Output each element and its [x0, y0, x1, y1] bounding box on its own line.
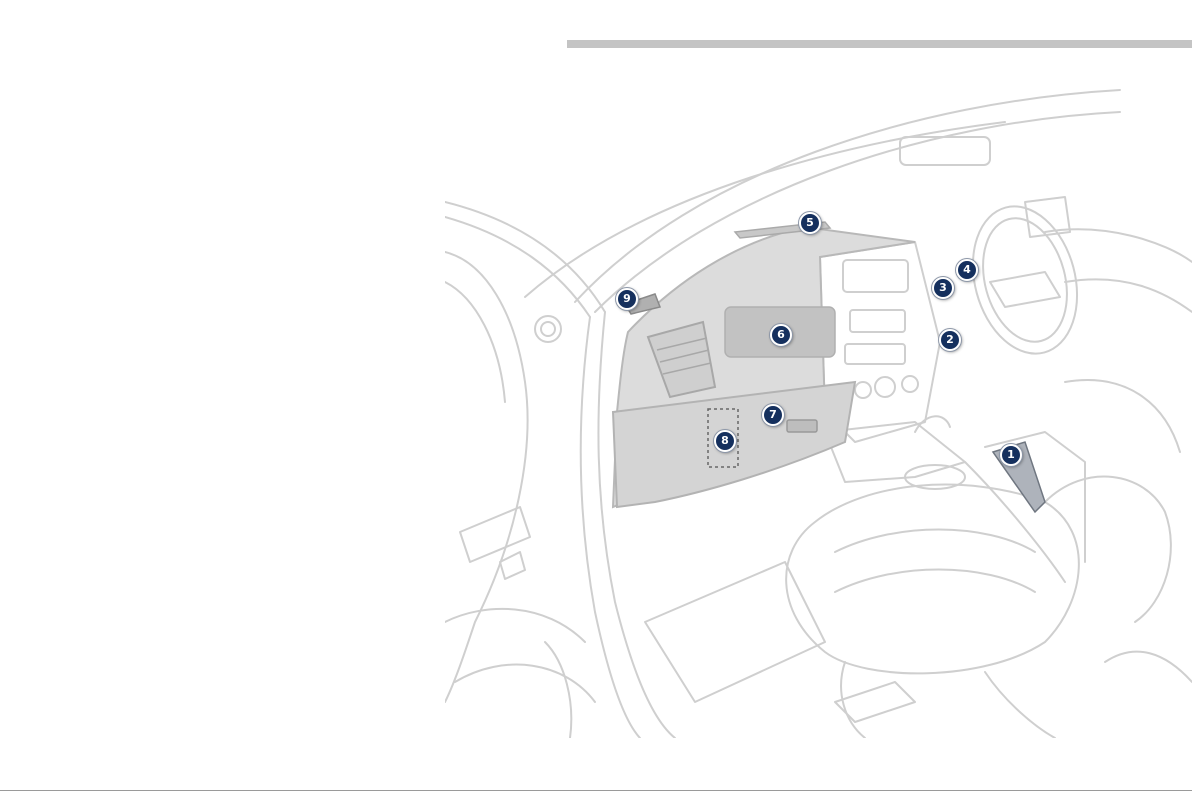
dashboard-line-art — [445, 82, 1192, 738]
roof-line — [575, 90, 1120, 302]
callout-8: 8 — [714, 430, 736, 452]
dashboard-illustration: 1 2 3 4 5 6 7 8 9 — [445, 82, 1192, 738]
floor-mat — [645, 562, 825, 702]
glovebox-handle — [787, 420, 817, 432]
speaker — [535, 316, 561, 342]
door-panel — [445, 252, 528, 702]
windshield-inner-line — [595, 112, 1120, 312]
footer-rule — [0, 790, 1192, 791]
callout-2: 2 — [939, 329, 961, 351]
callout-3: 3 — [932, 277, 954, 299]
rear-view-mirror — [900, 137, 990, 165]
callout-9: 9 — [616, 288, 638, 310]
callout-5: 5 — [799, 212, 821, 234]
callout-6: 6 — [770, 324, 792, 346]
callout-4: 4 — [956, 259, 978, 281]
seat-back-right — [1045, 477, 1171, 622]
header-rule — [567, 40, 1192, 48]
callout-1: 1 — [1000, 444, 1022, 466]
callout-7: 7 — [762, 404, 784, 426]
